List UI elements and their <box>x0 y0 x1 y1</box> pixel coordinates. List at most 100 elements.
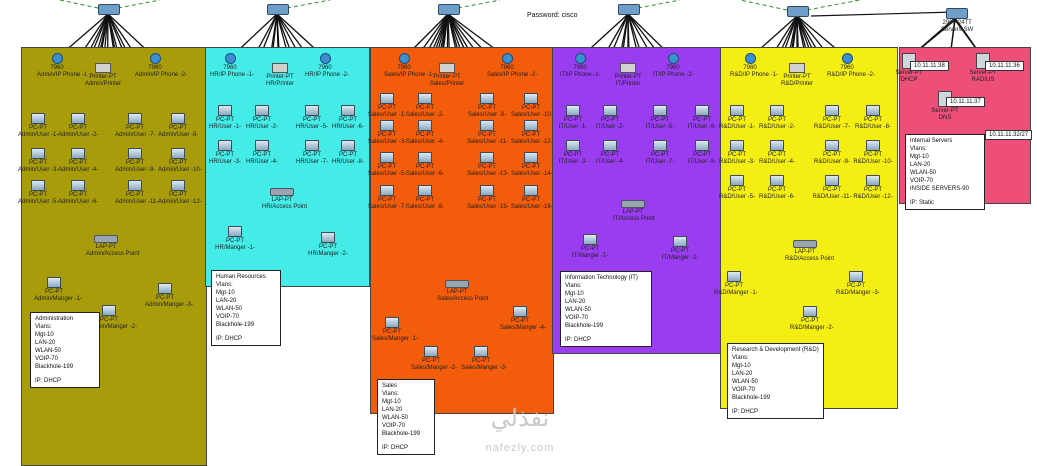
switch-it[interactable]: 2960-24TT <box>614 4 643 23</box>
computer-icon <box>730 105 744 116</box>
switch-admin[interactable]: 2960-24TT <box>94 4 123 23</box>
switch-hr[interactable]: 2960-24TT <box>263 4 292 23</box>
note-line: Blackhole-199 <box>216 322 255 328</box>
device-type-label: Server-PT <box>895 70 923 76</box>
switch-sales[interactable]: 2960-24TT <box>434 4 463 23</box>
switch-rd[interactable]: 2960-24TT <box>783 6 812 25</box>
computer-icon <box>825 105 839 116</box>
